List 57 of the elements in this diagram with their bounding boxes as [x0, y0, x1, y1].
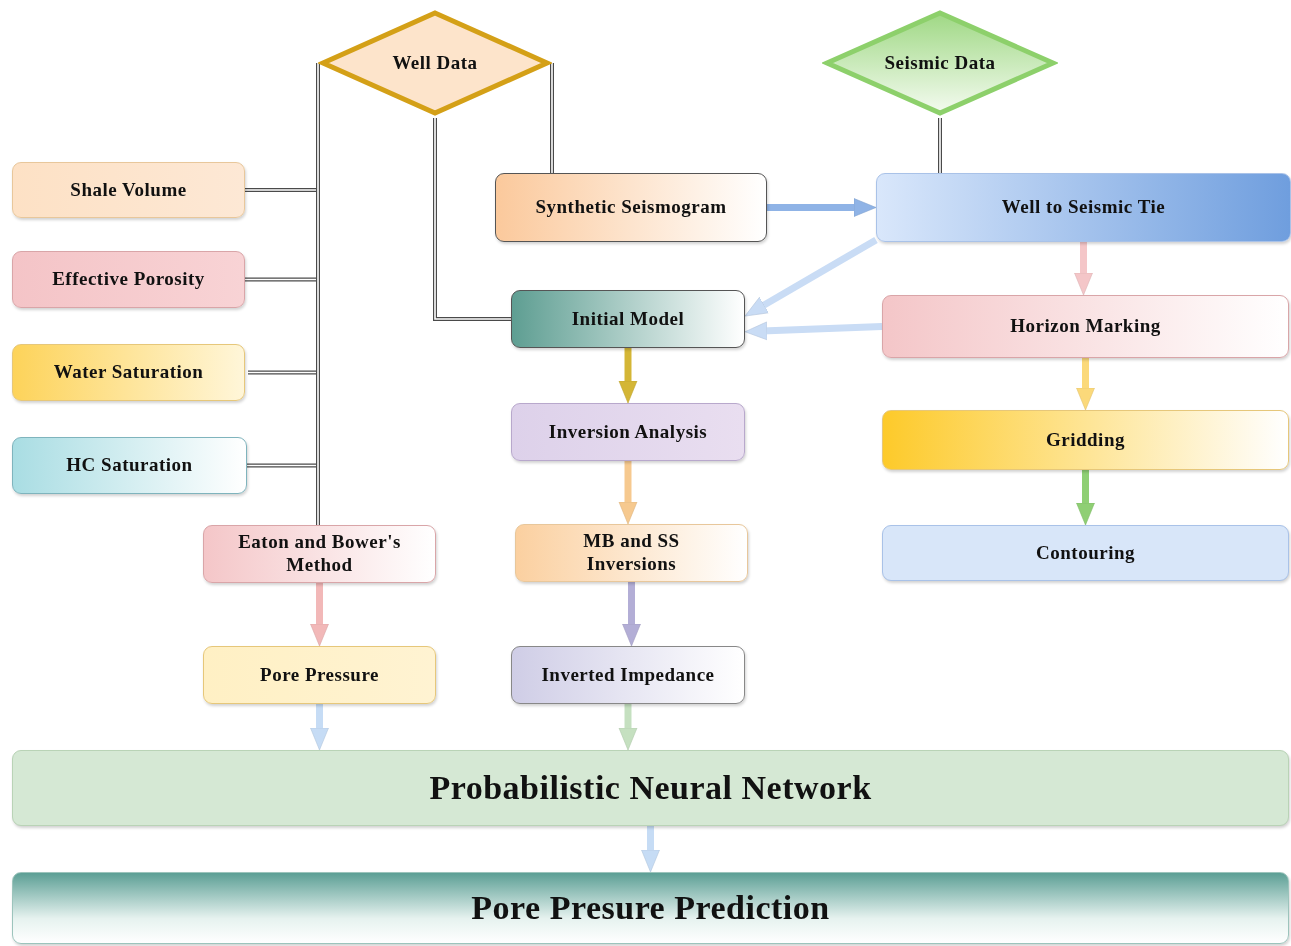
node-label: Shale Volume: [69, 178, 188, 202]
process-box: [203, 646, 436, 704]
connector-line: [245, 277, 318, 282]
arrow: [622, 582, 641, 647]
process-box: [511, 290, 745, 348]
node-label: Contouring: [1035, 541, 1136, 565]
process-box: [12, 344, 245, 401]
connector-line: [433, 118, 511, 321]
process-box: [511, 646, 745, 704]
process-box: [12, 162, 245, 218]
node-label: Seismic Data: [883, 51, 997, 75]
process-box: [12, 750, 1289, 826]
node-label: Eaton and Bower's Method: [237, 531, 402, 577]
process-box: [876, 173, 1291, 242]
node-label: Initial Model: [570, 307, 686, 331]
node-label: Inversion Analysis: [547, 420, 709, 444]
arrow: [744, 236, 878, 317]
connector-line: [938, 118, 942, 173]
node-label: MB and SS Inversions: [582, 530, 681, 576]
process-box: [511, 403, 745, 461]
arrow: [618, 461, 638, 525]
process-box: [12, 251, 245, 308]
connector-line: [248, 370, 318, 375]
connector-line: [245, 188, 318, 192]
node-label: Probabilistic Neural Network: [428, 767, 873, 808]
arrow: [1076, 358, 1095, 411]
node-label: HC Saturation: [65, 454, 194, 477]
arrow: [641, 826, 660, 873]
arrow: [767, 198, 877, 217]
node-label: Water Saturation: [52, 361, 205, 384]
arrow: [618, 348, 638, 404]
arrow: [310, 583, 329, 647]
node-label: Well Data: [391, 51, 479, 75]
process-box: [12, 437, 247, 494]
connector-line: [316, 63, 320, 525]
arrow: [618, 704, 638, 751]
process-box: [203, 525, 436, 583]
node-label: Pore Presure Prediction: [470, 887, 831, 928]
node-label: Horizon Marking: [1009, 315, 1162, 338]
node-label: Gridding: [1045, 428, 1126, 452]
process-box: [882, 525, 1289, 581]
connector-line: [550, 63, 554, 173]
node-label: Well to Seismic Tie: [1000, 196, 1167, 219]
arrow: [1074, 242, 1093, 296]
arrow: [744, 321, 883, 341]
process-box: [495, 173, 767, 242]
connector-line: [247, 463, 318, 468]
node-label: Pore Pressure: [259, 663, 380, 687]
process-box: [515, 524, 748, 582]
process-box: [12, 872, 1289, 944]
node-label: Synthetic Seismogram: [534, 196, 728, 219]
arrow: [1076, 470, 1095, 526]
node-label: Effective Porosity: [51, 268, 206, 291]
arrow: [310, 704, 329, 751]
process-box: [882, 410, 1289, 470]
node-label: Inverted Impedance: [540, 663, 716, 687]
process-box: [882, 295, 1289, 358]
